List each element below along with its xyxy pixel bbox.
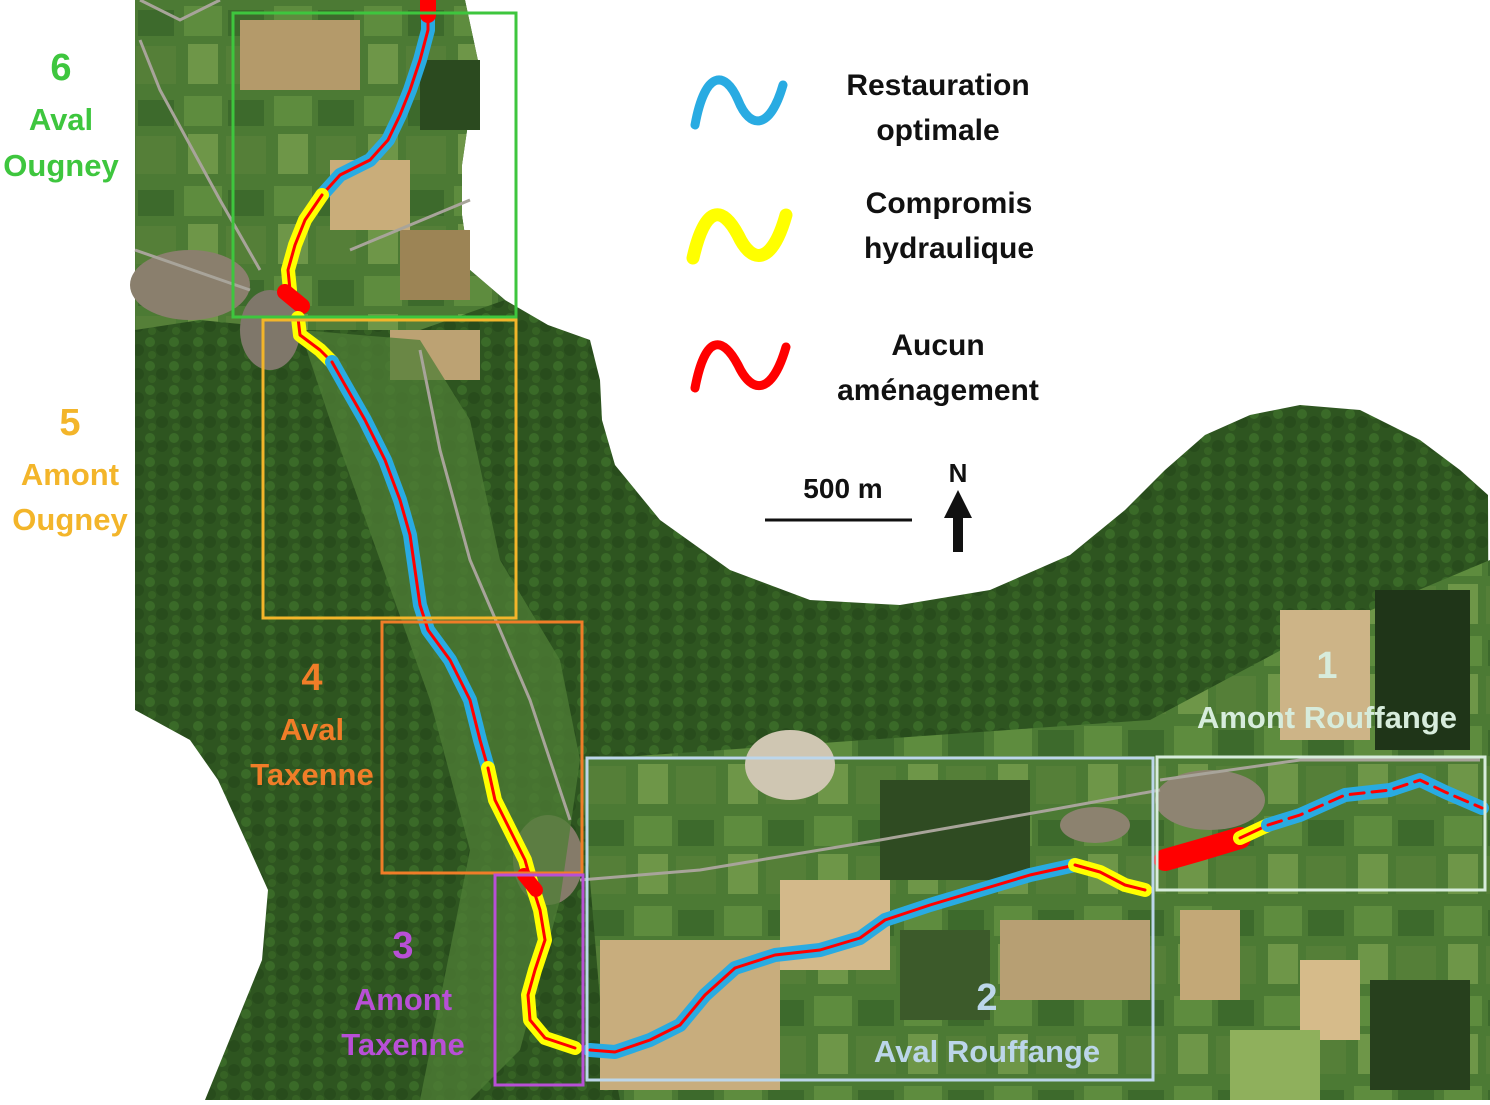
road bbox=[418, 349, 572, 821]
field-parcel bbox=[240, 20, 360, 90]
section-boxes bbox=[231, 11, 1487, 1087]
road bbox=[134, 248, 251, 292]
village-rouffange bbox=[1155, 770, 1265, 830]
field-parcel bbox=[400, 230, 470, 300]
river-segment-aucun bbox=[517, 868, 543, 897]
scale-label: 500 m bbox=[803, 473, 882, 504]
river-segment-aucun bbox=[277, 284, 310, 314]
road bbox=[579, 788, 1161, 882]
quarry bbox=[745, 730, 835, 800]
legend-item-restauration: Restauration optimale bbox=[690, 69, 1030, 147]
section-3-name-line2: Taxenne bbox=[341, 1027, 464, 1062]
valley-floor bbox=[300, 330, 580, 1100]
legend: Restauration optimale Compromis hydrauli… bbox=[686, 69, 1039, 407]
field-parcel bbox=[880, 780, 1030, 880]
river-segment-compromis bbox=[281, 188, 329, 297]
section-labels: 6 Aval Ougney 5 Amont Ougney 4 Aval Taxe… bbox=[3, 47, 1457, 1069]
section-box-6 bbox=[231, 11, 518, 319]
north-arrow-icon bbox=[944, 490, 972, 552]
village-ougney bbox=[130, 250, 250, 320]
section-6-name-line1: Aval bbox=[29, 102, 93, 137]
field-parcel bbox=[1230, 1030, 1320, 1100]
road bbox=[349, 198, 471, 252]
road bbox=[138, 39, 262, 271]
north-label: N bbox=[949, 458, 968, 488]
road bbox=[1159, 758, 1480, 782]
section-2-number: 2 bbox=[976, 977, 997, 1019]
section-6-name-line2: Ougney bbox=[3, 148, 119, 183]
legend-label-line2: optimale bbox=[876, 114, 999, 147]
legend-label-line1: Aucun bbox=[891, 329, 984, 362]
river-segment-compromis bbox=[1068, 858, 1152, 897]
legend-swatch-restauration bbox=[690, 75, 788, 130]
river-segment-aucun bbox=[1154, 827, 1251, 871]
river-segment-compromis bbox=[291, 311, 339, 369]
legend-item-aucun: Aucun aménagement bbox=[690, 329, 1039, 407]
field-parcel bbox=[420, 60, 480, 130]
legend-swatch-compromis bbox=[686, 208, 793, 265]
section-1-name: Amont Rouffange bbox=[1197, 700, 1457, 735]
legend-swatch-aucun bbox=[690, 340, 791, 393]
legend-label-line1: Compromis bbox=[866, 187, 1033, 220]
field-parcel bbox=[1000, 920, 1150, 1000]
section-4-name-line1: Aval bbox=[280, 712, 344, 747]
river-segment-restauration bbox=[325, 355, 495, 775]
field-parcel bbox=[1370, 980, 1470, 1090]
scale-bar: 500 m bbox=[765, 473, 912, 522]
section-box-1 bbox=[1155, 755, 1487, 892]
section-5-number: 5 bbox=[59, 402, 80, 444]
section-box-2 bbox=[585, 756, 1155, 1082]
field-parcel bbox=[1280, 610, 1370, 740]
section-box-5 bbox=[261, 318, 518, 620]
road bbox=[139, 0, 221, 22]
aerial-background bbox=[130, 0, 1490, 1100]
field-parcel bbox=[1300, 960, 1360, 1040]
river-segment-compromis bbox=[481, 761, 582, 1055]
field-parcel bbox=[1180, 910, 1240, 1000]
section-5-name-line1: Amont bbox=[21, 457, 119, 492]
section-6-number: 6 bbox=[50, 47, 71, 89]
section-4-number: 4 bbox=[301, 657, 322, 699]
section-box-4 bbox=[380, 620, 584, 875]
river-course bbox=[277, 0, 1489, 1059]
north-arrow: N bbox=[944, 458, 972, 552]
section-3-number: 3 bbox=[392, 925, 413, 967]
river-segment-restauration bbox=[583, 858, 1082, 1059]
legend-label-line1: Restauration bbox=[846, 69, 1029, 102]
village-rouffange-west bbox=[1060, 807, 1130, 843]
legend-item-compromis: Compromis hydraulique bbox=[686, 187, 1034, 265]
section-3-name-line1: Amont bbox=[354, 982, 452, 1017]
field-parcel bbox=[1375, 590, 1470, 750]
legend-label-line2: aménagement bbox=[837, 374, 1039, 407]
river-segment-restauration bbox=[315, 0, 435, 202]
section-1-number: 1 bbox=[1316, 645, 1337, 687]
river-segment-restauration bbox=[1261, 773, 1489, 832]
section-5-name-line2: Ougney bbox=[12, 502, 128, 537]
section-2-name: Aval Rouffange bbox=[874, 1034, 1100, 1069]
legend-label-line2: hydraulique bbox=[864, 232, 1034, 265]
field-parcel bbox=[900, 930, 990, 1020]
village-ougney-east bbox=[240, 290, 300, 370]
section-4-name-line2: Taxenne bbox=[250, 757, 373, 792]
section-box-3 bbox=[493, 873, 585, 1087]
